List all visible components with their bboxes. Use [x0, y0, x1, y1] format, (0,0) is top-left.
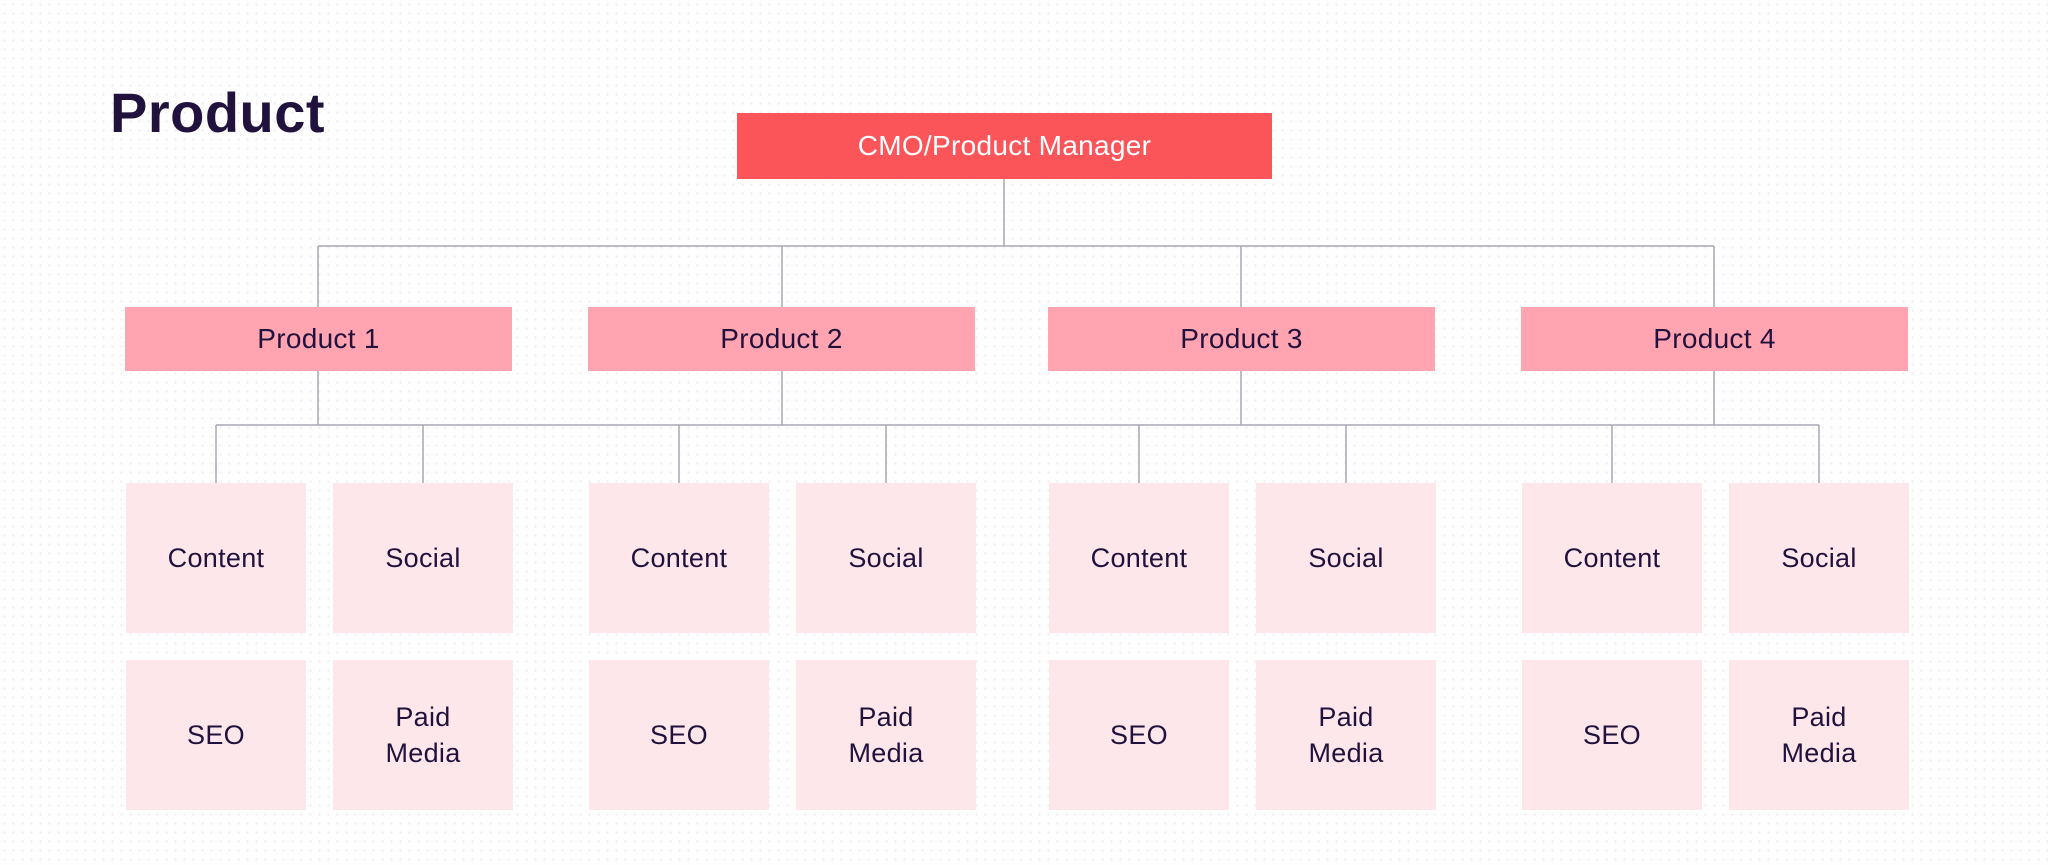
node-product-2-paid-media[interactable]: Paid Media [796, 660, 976, 810]
node-label: Content [630, 542, 728, 573]
node-product-1-seo[interactable]: SEO [126, 660, 306, 810]
node-product-2-content[interactable]: Content [589, 483, 769, 633]
node-product-3[interactable]: Product 3 [1048, 307, 1435, 371]
node-label: CMO/Product Manager [857, 130, 1152, 161]
node-product-4-paid-media[interactable]: Paid Media [1729, 660, 1909, 810]
node-label: Social [1308, 542, 1384, 573]
node-label: SEO [1583, 719, 1641, 750]
node-label: Social [848, 542, 924, 573]
node-product-4-seo[interactable]: SEO [1522, 660, 1702, 810]
node-product-1[interactable]: Product 1 [125, 307, 512, 371]
node-label: Paid Media [848, 701, 924, 768]
node-label: Content [1090, 542, 1188, 573]
node-label: Content [1563, 542, 1661, 573]
node-product-3-paid-media[interactable]: Paid Media [1256, 660, 1436, 810]
node-label: Social [385, 542, 461, 573]
node-product-4-content[interactable]: Content [1522, 483, 1702, 633]
node-product-2-social[interactable]: Social [796, 483, 976, 633]
node-label: Product 4 [1653, 323, 1776, 354]
node-product-4-social[interactable]: Social [1729, 483, 1909, 633]
node-product-3-social[interactable]: Social [1256, 483, 1436, 633]
node-label: Product 1 [257, 323, 380, 354]
node-label: SEO [187, 719, 245, 750]
node-label: Product 3 [1180, 323, 1303, 354]
node-label: Paid Media [1308, 701, 1384, 768]
node-product-3-seo[interactable]: SEO [1049, 660, 1229, 810]
node-product-1-content[interactable]: Content [126, 483, 306, 633]
node-label: Social [1781, 542, 1857, 573]
node-label: Content [167, 542, 265, 573]
node-cmo-product-manager[interactable]: CMO/Product Manager [737, 113, 1272, 179]
node-label: SEO [1110, 719, 1168, 750]
node-label: SEO [650, 719, 708, 750]
node-product-3-content[interactable]: Content [1049, 483, 1229, 633]
node-product-2-seo[interactable]: SEO [589, 660, 769, 810]
page-title: Product [110, 81, 326, 144]
node-label: Product 2 [720, 323, 843, 354]
node-product-1-social[interactable]: Social [333, 483, 513, 633]
node-product-1-paid-media[interactable]: Paid Media [333, 660, 513, 810]
node-label: Paid Media [1781, 701, 1857, 768]
node-product-4[interactable]: Product 4 [1521, 307, 1908, 371]
node-product-2[interactable]: Product 2 [588, 307, 975, 371]
node-label: Paid Media [385, 701, 461, 768]
